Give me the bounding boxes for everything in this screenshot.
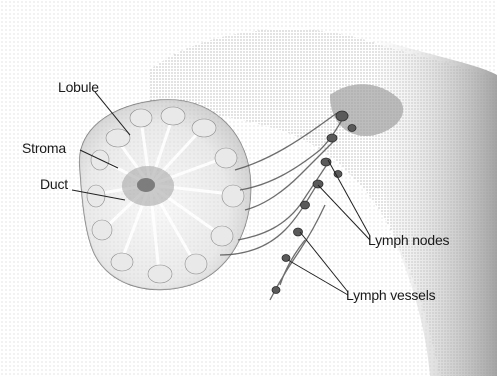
- label-stroma: Stroma: [22, 141, 66, 155]
- nipple: [137, 178, 155, 192]
- label-lymph-vessels: Lymph vessels: [346, 288, 435, 302]
- label-lymph-nodes: Lymph nodes: [368, 233, 449, 247]
- label-lobule: Lobule: [58, 80, 99, 94]
- label-duct: Duct: [40, 177, 68, 191]
